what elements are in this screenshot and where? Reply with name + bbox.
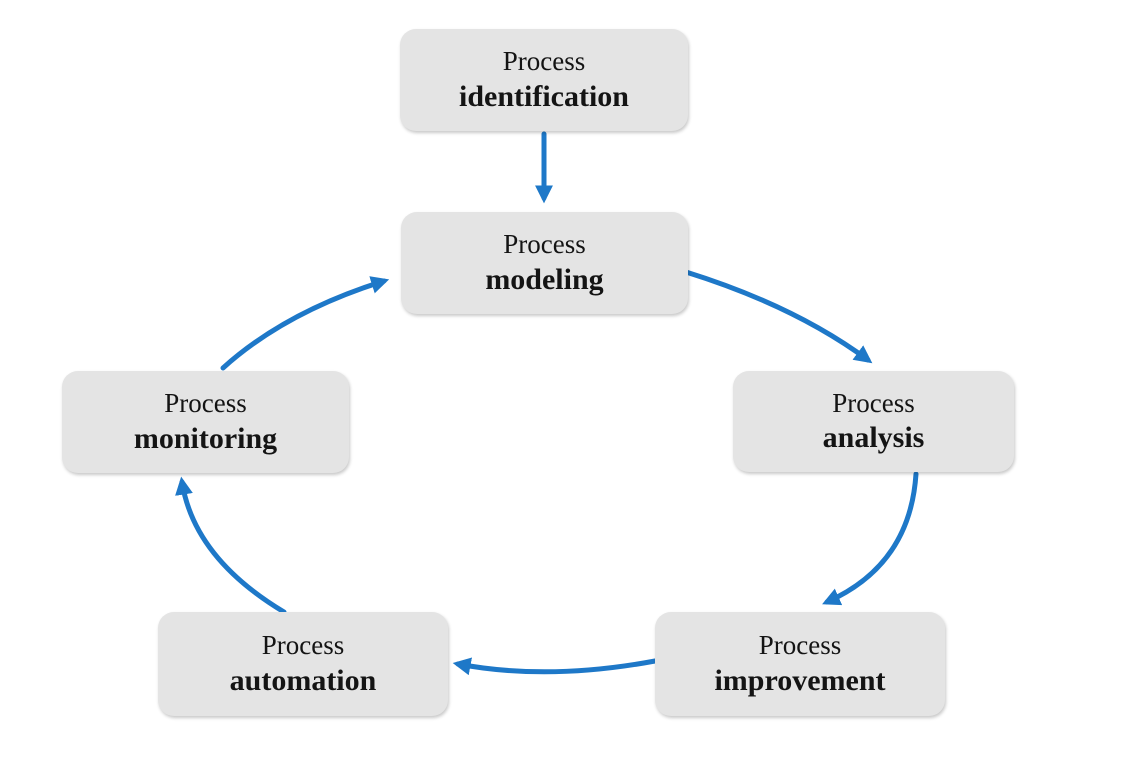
node-label-line2: improvement: [714, 663, 886, 697]
arrow-modeling-to-analysis: [683, 269, 873, 364]
node-process-analysis: Process analysis: [733, 371, 1014, 472]
arrow-improvement-to-automation: [452, 657, 658, 676]
node-label-line1: Process: [832, 387, 915, 418]
node-label-line1: Process: [502, 46, 586, 77]
node-label-line1: Process: [261, 630, 345, 661]
node-process-modeling: Process modeling: [401, 212, 688, 314]
node-label-line1: Process: [503, 229, 586, 260]
node-label-line1: Process: [164, 388, 247, 419]
node-label-line2: analysis: [822, 421, 925, 455]
node-label-line2: monitoring: [133, 421, 278, 455]
arrow-analysis-to-improvement: [822, 471, 919, 606]
node-process-improvement: Process improvement: [655, 612, 945, 716]
node-label-line2: identification: [459, 79, 629, 113]
arrow-monitoring-to-modeling: [220, 276, 390, 371]
arrow-automation-to-monitoring: [175, 476, 287, 615]
node-label-line1: Process: [758, 630, 842, 661]
node-label-line2: modeling: [485, 262, 604, 296]
node-label-line2: automation: [229, 663, 377, 697]
node-process-monitoring: Process monitoring: [62, 371, 349, 473]
node-process-identification: Process identification: [400, 29, 688, 131]
node-process-automation: Process automation: [158, 612, 448, 716]
